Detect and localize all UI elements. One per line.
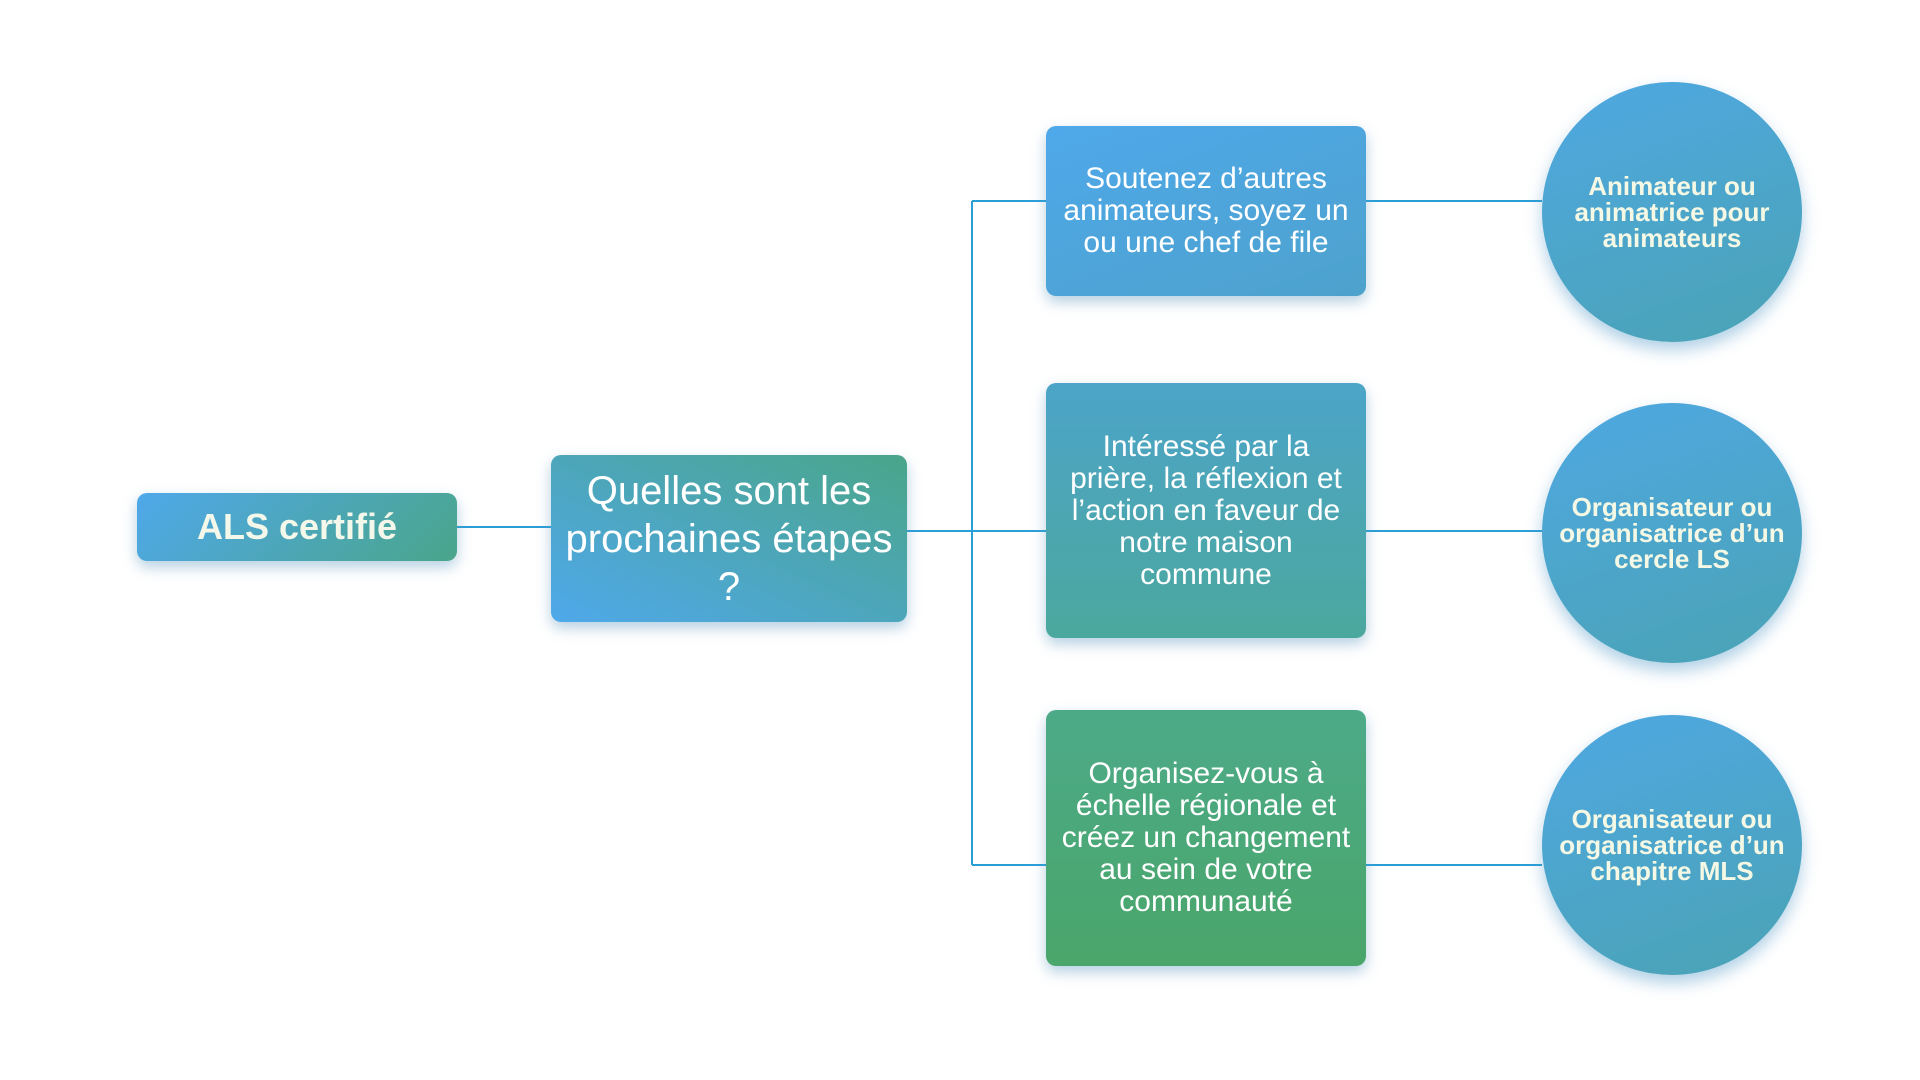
step-box-1-label: Soutenez d’autres animateurs, soyez un o… xyxy=(1063,162,1349,259)
root-node: ALS certifié xyxy=(137,493,457,561)
role-circle-3: Organisateur ou organisatrice d’un chapi… xyxy=(1542,715,1802,975)
step-box-3-label: Organisez-vous à échelle régionale et cr… xyxy=(1061,757,1351,918)
step-box-2-label: Intéressé par la prière, la réflexion et… xyxy=(1070,429,1342,591)
role-circle-2-label: Organisateur ou organisatrice d’un cercl… xyxy=(1559,492,1785,574)
role-circle-1-label: Animateur ou animatrice pour animateurs xyxy=(1574,171,1770,253)
step-box-3: Organisez-vous à échelle régionale et cr… xyxy=(1046,710,1366,966)
role-circle-2: Organisateur ou organisatrice d’un cercl… xyxy=(1542,403,1802,663)
root-node-label: ALS certifié xyxy=(196,506,398,547)
step-box-2: Intéressé par la prière, la réflexion et… xyxy=(1046,383,1366,638)
role-circle-3-label: Organisateur ou organisatrice d’un chapi… xyxy=(1559,804,1785,886)
question-node-label: Quelles sont les prochaines étapes ? xyxy=(565,468,893,609)
question-node: Quelles sont les prochaines étapes ? xyxy=(551,455,907,622)
role-circle-1: Animateur ou animatrice pour animateurs xyxy=(1542,82,1802,342)
step-box-1: Soutenez d’autres animateurs, soyez un o… xyxy=(1046,126,1366,296)
